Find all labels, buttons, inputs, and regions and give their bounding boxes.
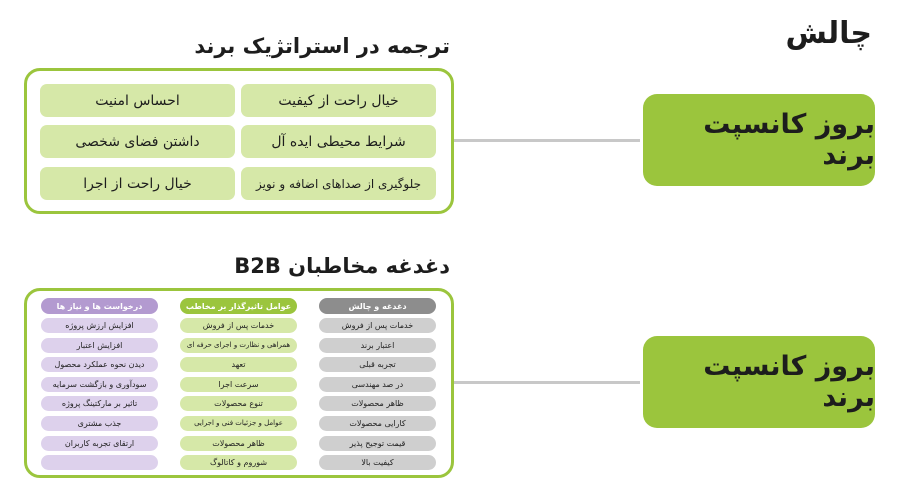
connector-line-2 — [452, 381, 640, 384]
brand-concept-label: بروز کانسپت برند — [703, 109, 875, 171]
column-item: تجربه قبلی — [319, 357, 436, 373]
strategy-cell: احساس امنیت — [40, 84, 235, 117]
column-item: ظاهر محصولات — [180, 435, 297, 451]
column-item: تاثیر بر مارکتینگ پروژه — [41, 396, 158, 412]
b2b-section-title: دغدغه مخاطبان B2B — [234, 254, 450, 278]
column-header: عوامل تاثیرگذار بر مخاطب — [180, 298, 297, 314]
column-item: جذب مشتری — [41, 415, 158, 431]
connector-line-1 — [452, 139, 640, 142]
strategy-cell: خیال راحت از کیفیت — [241, 84, 436, 117]
column-item: کارایی محصولات — [319, 415, 436, 431]
brand-concept-box-2: بروز کانسپت برند — [643, 336, 875, 428]
column-item: عوامل و جزئیات فنی و اجرایی — [180, 415, 297, 431]
column-item: اعتبار برند — [319, 337, 436, 353]
column-item: سودآوری و بازگشت سرمایه — [41, 376, 158, 392]
column-item: افزایش ارزش پروژه — [41, 318, 158, 333]
column-header: درخواست ها و نیاز ها — [41, 298, 158, 314]
column-item — [41, 455, 158, 471]
strategy-cell: داشتن فضای شخصی — [40, 125, 235, 158]
column-header: دغدغه و چالش — [319, 298, 436, 314]
column-item: تنوع محصولات — [180, 396, 297, 412]
column-item: همراهی و نظارت و اجرای حرفه ای — [180, 337, 297, 353]
column-item: ارتقای تجربه کاربران — [41, 435, 158, 451]
challenge-title: چالش — [785, 16, 872, 51]
strategy-cell: شرایط محیطی ایده آل — [241, 125, 436, 158]
strategy-section-title: ترجمه در استراتژیک برند — [194, 34, 450, 58]
column-item: کیفیت بالا — [319, 455, 436, 471]
brand-concept-box-1: بروز کانسپت برند — [643, 94, 875, 186]
strategy-cell: خیال راحت از اجرا — [40, 167, 235, 200]
column-item: در صد مهندسی — [319, 376, 436, 392]
strategy-panel: خیال راحت از کیفیت احساس امنیت شرایط محی… — [24, 68, 454, 214]
column-item: دیدن نحوه عملکرد محصول — [41, 357, 158, 373]
strategy-cell: جلوگیری از صداهای اضافه و نویز — [241, 167, 436, 200]
column-item: تعهد — [180, 357, 297, 373]
column-item: خدمات پس از فروش — [180, 318, 297, 333]
brand-concept-label: بروز کانسپت برند — [703, 351, 875, 413]
column-challenges: دغدغه و چالش خدمات پس از فروش اعتبار برن… — [319, 298, 436, 475]
column-factors: عوامل تاثیرگذار بر مخاطب خدمات پس از فرو… — [180, 298, 297, 475]
column-item: خدمات پس از فروش — [319, 318, 436, 333]
column-item: شوروم و کاتالوگ — [180, 455, 297, 471]
column-item: قیمت توجیح پذیر — [319, 435, 436, 451]
column-item: سرعت اجرا — [180, 376, 297, 392]
b2b-panel: دغدغه و چالش خدمات پس از فروش اعتبار برن… — [24, 288, 454, 478]
column-item: افزایش اعتبار — [41, 337, 158, 353]
column-requests: درخواست ها و نیاز ها افزایش ارزش پروژه ا… — [41, 298, 158, 475]
column-item: ظاهر محصولات — [319, 396, 436, 412]
